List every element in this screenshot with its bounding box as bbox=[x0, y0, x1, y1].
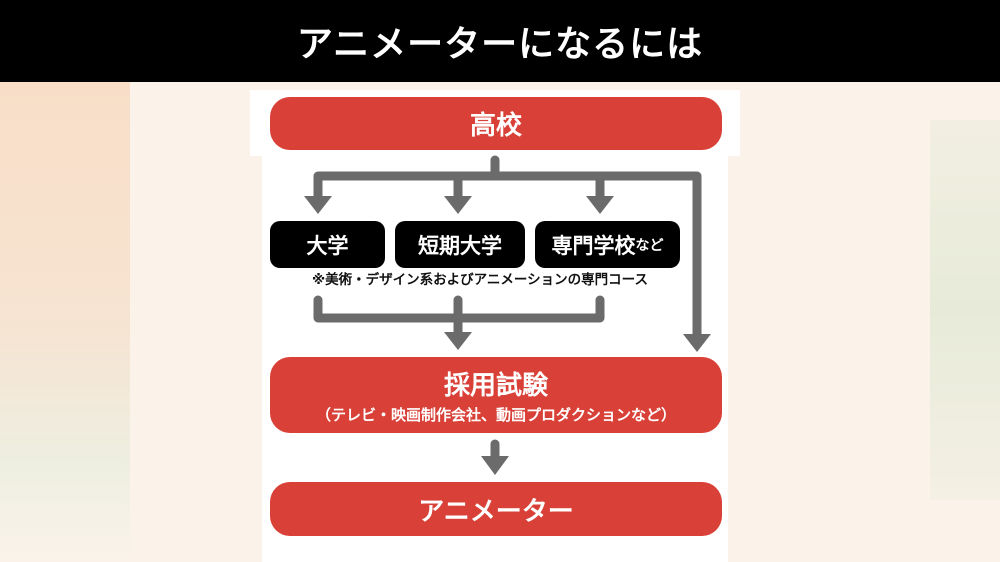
background-brush-left bbox=[0, 82, 130, 562]
node-label: 専門学校 bbox=[551, 233, 636, 258]
node-label-suffix: など bbox=[635, 237, 664, 254]
node-exam: 採用試験 （テレビ・映画制作会社、動画プロダクションなど） bbox=[270, 357, 722, 433]
arrowhead-university bbox=[304, 196, 332, 214]
note-text: ※美術・デザイン系およびアニメーションの専門コース bbox=[312, 272, 648, 288]
node-vocational-school: 専門学校など bbox=[535, 221, 680, 268]
node-label: 高校 bbox=[469, 111, 522, 141]
header-bar: アニメーターになるには bbox=[0, 0, 1000, 82]
page-title: アニメーターになるには bbox=[296, 24, 704, 65]
node-junior-college: 短期大学 bbox=[395, 221, 525, 268]
background-brush-right bbox=[930, 120, 1000, 500]
arrowhead-junior-college bbox=[444, 196, 472, 214]
node-label: アニメーター bbox=[418, 496, 574, 527]
node-label: 採用試験 bbox=[443, 371, 548, 401]
arrowhead-animator bbox=[481, 456, 509, 475]
node-animator: アニメーター bbox=[270, 482, 722, 536]
node-detail: （テレビ・映画制作会社、動画プロダクションなど） bbox=[315, 406, 676, 424]
node-label: 短期大学 bbox=[418, 233, 502, 258]
connector-branch bbox=[313, 171, 702, 343]
arrowhead-exam-direct bbox=[683, 334, 711, 352]
arrowhead-exam-merge bbox=[444, 332, 472, 350]
node-high-school: 高校 bbox=[270, 97, 722, 150]
node-label: 大学 bbox=[306, 233, 349, 258]
arrowhead-vocational bbox=[586, 196, 614, 214]
connector-merge bbox=[313, 295, 605, 341]
node-university: 大学 bbox=[270, 221, 385, 268]
